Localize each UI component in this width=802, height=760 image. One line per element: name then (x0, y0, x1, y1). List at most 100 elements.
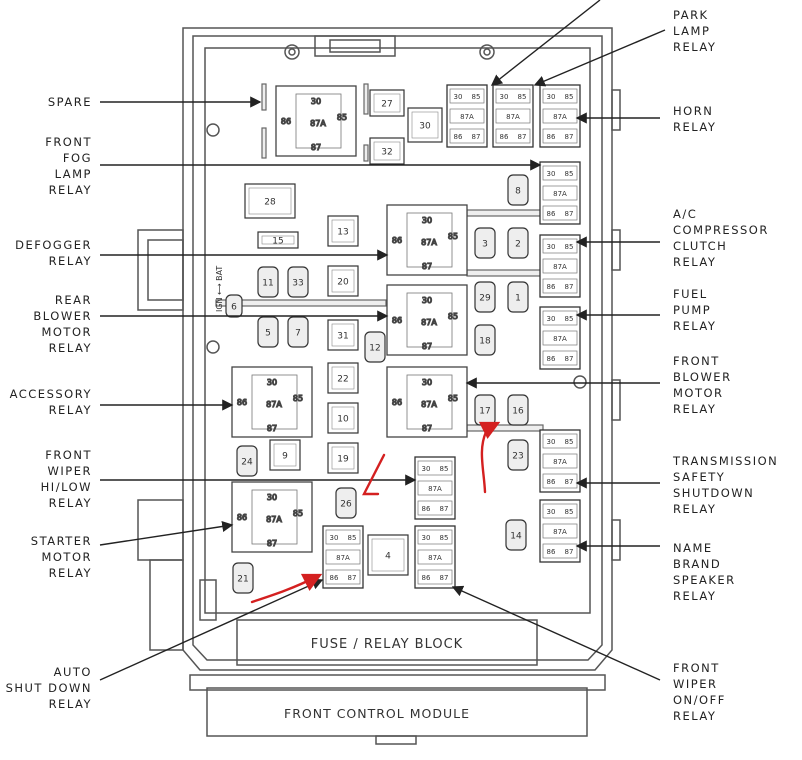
fuse-number: 1 (515, 294, 521, 304)
pin-label: 85 (565, 315, 574, 323)
fuse-26: 26 (335, 487, 357, 519)
pin-label: 87A (266, 515, 282, 524)
fuse-number: 14 (510, 532, 522, 542)
pin-label: 30 (422, 534, 431, 542)
fuse-10: 10 (327, 402, 359, 434)
pin-label: 30 (547, 170, 556, 178)
pin-label: 86 (500, 133, 509, 141)
pin-label: 85 (293, 509, 303, 518)
fuse-number: 13 (337, 228, 348, 238)
fuse-9: 9 (269, 439, 301, 471)
fuse-number: 20 (337, 278, 349, 288)
pin-label: 87 (518, 133, 527, 141)
fuse-33: 33 (287, 266, 309, 298)
pin-label: 30 (422, 465, 431, 473)
fuse-number: 27 (381, 100, 392, 110)
pin-label: 85 (565, 243, 574, 251)
pin-label: 30 (422, 296, 432, 305)
fuse-2: 2 (507, 227, 529, 259)
fuse-number: 16 (512, 407, 524, 417)
pin-label: 85 (565, 170, 574, 178)
fuse-15: 15 (257, 231, 299, 249)
pin-label: 87A (266, 400, 282, 409)
pin-label: 85 (448, 232, 458, 241)
fuse-17: 17 (474, 394, 496, 426)
pin-label: 86 (547, 548, 556, 556)
pin-label: 30 (267, 378, 277, 387)
pin-label: 86 (547, 210, 556, 218)
pin-label: 87A (553, 528, 567, 536)
pin-label: 30 (547, 93, 556, 101)
fuse-number: 9 (282, 452, 288, 462)
leader-lines (99, 0, 666, 681)
pin-label: 87A (506, 113, 520, 121)
pin-label: 87 (565, 478, 574, 486)
fuse-5: 5 (257, 316, 279, 348)
pin-label: 87 (311, 143, 321, 152)
fuse-number: 7 (295, 329, 301, 339)
fuse-1: 1 (507, 281, 529, 313)
fuse-23: 23 (507, 439, 529, 471)
fuse-number: 21 (237, 575, 248, 585)
park-lamp-relay-right: 30 85 87A 86 87 (492, 84, 534, 148)
pin-label: 86 (330, 574, 339, 582)
pin-label: 30 (547, 315, 556, 323)
fuse-number: 6 (231, 303, 237, 313)
pin-label: 85 (472, 93, 481, 101)
ign-bat-label: IGN ⟷ BAT (215, 266, 224, 312)
pin-label: 85 (440, 534, 449, 542)
fuse-16: 16 (507, 394, 529, 426)
pin-label: 85 (565, 93, 574, 101)
fuse-20: 20 (327, 265, 359, 297)
pin-label: 85 (348, 534, 357, 542)
spare-label: SPARE (47, 95, 92, 109)
pin-label: 87 (348, 574, 357, 582)
pin-label: 87 (440, 505, 449, 513)
pin-label: 87A (553, 458, 567, 466)
pin-label: 86 (422, 505, 431, 513)
fuse-relay-block-label: FUSE / RELAY BLOCK (311, 637, 463, 652)
pin-label: 87 (422, 424, 432, 433)
pin-label: 30 (500, 93, 509, 101)
pin-label: 86 (454, 133, 463, 141)
pin-label: 86 (547, 133, 556, 141)
pin-label: 87 (565, 283, 574, 291)
fuse-number: 8 (515, 187, 521, 197)
fuse-number: 31 (337, 332, 348, 342)
pin-label: 87 (565, 548, 574, 556)
fuse-number: 28 (264, 198, 276, 208)
pin-label: 85 (518, 93, 527, 101)
pin-label: 87 (565, 355, 574, 363)
fuse-number: 30 (419, 122, 431, 132)
fuse-number: 3 (482, 240, 488, 250)
pin-label: 86 (422, 574, 431, 582)
pin-label: 86 (547, 283, 556, 291)
pin-label: 86 (547, 478, 556, 486)
fuse-number: 23 (512, 452, 523, 462)
front-control-module-label: FRONT CONTROL MODULE (284, 706, 470, 721)
pin-label: 87A (553, 263, 567, 271)
fuse-number: 18 (479, 337, 491, 347)
fuse-8: 8 (507, 174, 529, 206)
fuse-19: 19 (327, 442, 359, 474)
pin-label: 87A (553, 335, 567, 343)
fuse-number: 5 (265, 329, 271, 339)
pin-label: 87 (422, 342, 432, 351)
